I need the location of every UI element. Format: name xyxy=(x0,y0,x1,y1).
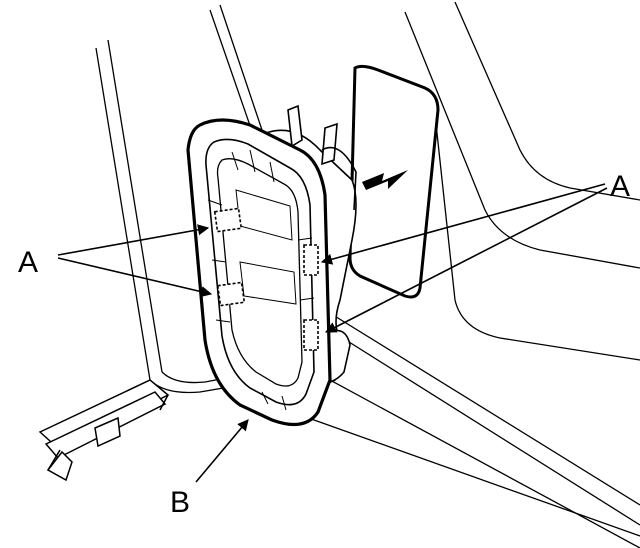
clip-left-upper xyxy=(213,207,243,233)
body-panel-lines xyxy=(95,1,640,548)
label-a-right: A xyxy=(610,170,630,203)
direction-arrow xyxy=(362,170,408,190)
label-b: B xyxy=(170,486,190,519)
leader-line-b xyxy=(195,419,249,483)
leader-lines-a xyxy=(57,183,608,333)
clips xyxy=(213,207,319,351)
gasket-frame xyxy=(186,118,332,427)
lower-bracket xyxy=(38,379,170,482)
clip-right-lower xyxy=(303,319,319,351)
clip-left-lower xyxy=(216,281,246,307)
clip-right-upper xyxy=(303,244,319,276)
label-a-left: A xyxy=(18,246,38,279)
